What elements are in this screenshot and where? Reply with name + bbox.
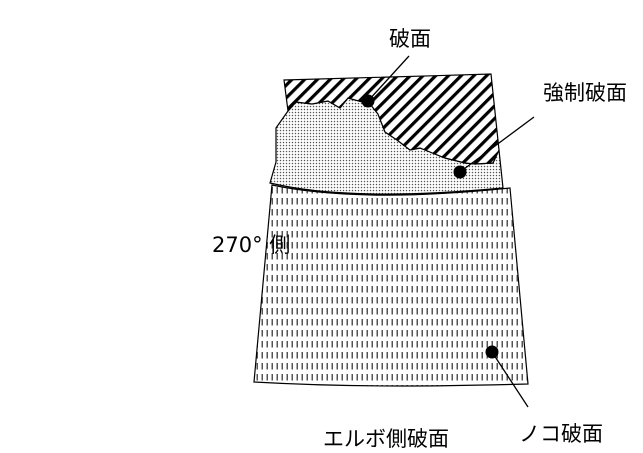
saw-cut-marker [485, 345, 499, 359]
saw-cut-label: ノコ破面 [519, 422, 603, 446]
fracture-surface-label: 破面 [389, 27, 431, 51]
side-270-label: 270° 側 [212, 233, 290, 257]
fracture-surface-marker [361, 94, 375, 108]
elbow-side-fracture-label: エルボ側破面 [323, 427, 449, 451]
fracture-region [283, 73, 500, 165]
forced-fracture-leader [459, 116, 535, 173]
forced-fracture-marker [453, 165, 467, 179]
fracture-surface-leader [367, 55, 410, 102]
saw-cut-leader [491, 351, 529, 408]
forced-fracture-label: 強制破面 [543, 81, 627, 105]
elbow-side-fracture-region [253, 184, 529, 387]
